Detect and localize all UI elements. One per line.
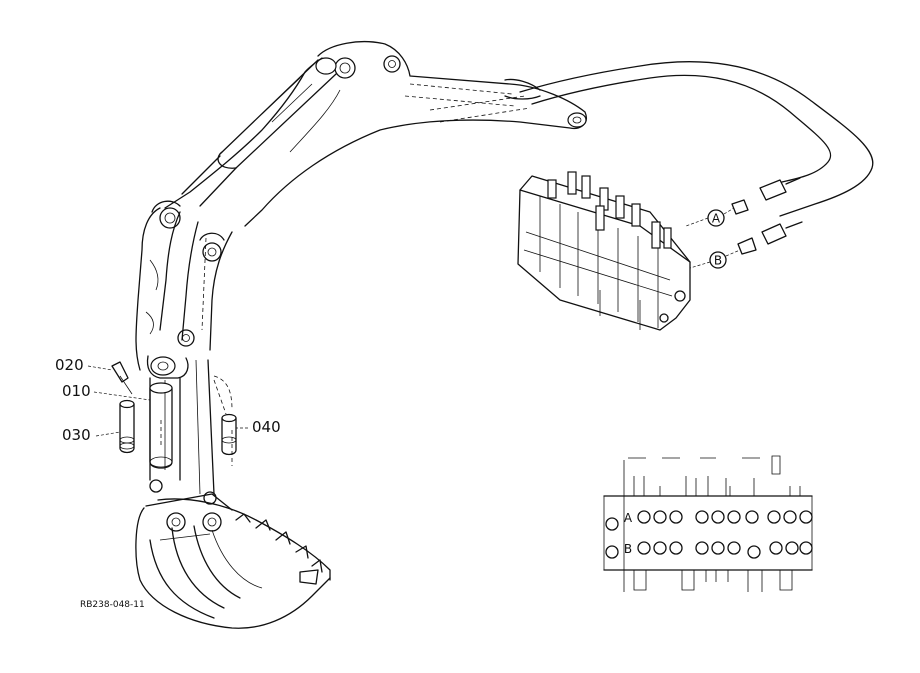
port-b-callout: B xyxy=(689,249,741,269)
bucket xyxy=(135,493,331,629)
part-callouts: 020 010 030 040 xyxy=(55,356,281,444)
callout-040: 040 xyxy=(252,418,281,436)
part-040-pin xyxy=(213,379,237,456)
bucket-cylinder xyxy=(146,355,233,505)
inset-row-a-label: A xyxy=(624,511,633,525)
hose-fittings xyxy=(731,177,803,255)
boom-cylinder xyxy=(181,57,337,207)
part-020-bolt xyxy=(111,361,133,395)
port-a-label: A xyxy=(712,212,721,226)
arm xyxy=(135,200,233,371)
drawing-code: RB238-048-11 xyxy=(80,600,145,610)
control-valve xyxy=(517,171,691,331)
callout-030: 030 xyxy=(62,426,91,444)
part-030-pin xyxy=(119,399,135,454)
hydraulic-hoses xyxy=(429,61,874,217)
port-a-callout: A xyxy=(685,207,735,227)
boom xyxy=(164,41,587,227)
valve-port-inset: A B xyxy=(603,455,813,592)
inset-row-b-label: B xyxy=(624,542,632,556)
part-010-pin xyxy=(149,382,173,469)
callout-020: 020 xyxy=(55,356,84,374)
port-b-label: B xyxy=(714,254,722,268)
callout-010: 010 xyxy=(62,382,91,400)
